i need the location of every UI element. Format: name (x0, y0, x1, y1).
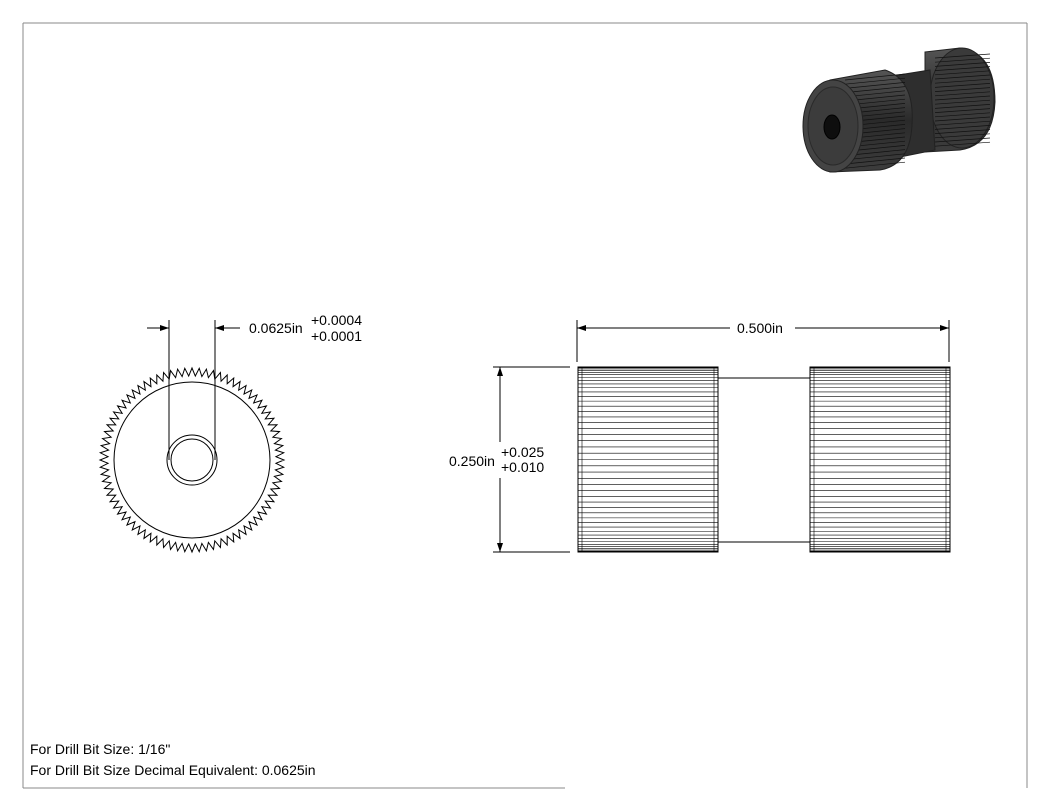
drill-bit-size-note: For Drill Bit Size: 1/16" (30, 741, 171, 757)
diameter-dim-tol-minus: +0.010 (501, 459, 544, 475)
hole-dim-tol-minus: +0.0001 (311, 328, 362, 344)
iso-knurl-line (934, 120, 991, 126)
diameter-dim-arrow-bottom (497, 543, 503, 552)
iso-knurl-line (844, 82, 906, 89)
diameter-dimension (493, 366, 570, 553)
hole-dim-arrow-left (160, 325, 169, 331)
bore-hole-outer (166, 434, 218, 486)
diameter-dim-value: 0.250in (449, 453, 495, 469)
hole-dim-arrow-right (215, 325, 224, 331)
iso-knurl-line (934, 141, 991, 147)
iso-knurl-line (934, 70, 991, 76)
iso-knurl-line (844, 161, 906, 169)
left-knurl-band (577, 366, 719, 553)
iso-knurl-line (844, 157, 906, 165)
iso-knurl-line (934, 57, 991, 63)
inner-circle (113, 381, 271, 539)
iso-knurl-line (844, 73, 906, 81)
knurl-outline (98, 366, 286, 554)
iso-knurl-line (934, 62, 991, 67)
side-view: 0.500in 0.250in +0.025 +0.010 (449, 320, 951, 553)
hole-dim-tol-plus: +0.0004 (311, 312, 362, 328)
length-dimension (576, 320, 950, 362)
iso-knurl-line (934, 112, 991, 118)
iso-knurl-line (934, 116, 991, 122)
length-dim-value: 0.500in (737, 320, 783, 336)
iso-knurl-line (934, 91, 991, 97)
iso-bore-hole (823, 114, 841, 140)
iso-knurl-line (934, 66, 991, 71)
right-knurl-band (809, 366, 951, 553)
diameter-dim-tol-plus: +0.025 (501, 444, 544, 460)
drill-bit-decimal-note: For Drill Bit Size Decimal Equivalent: 0… (30, 762, 316, 778)
iso-knurl-line (934, 78, 991, 84)
iso-knurl-line (934, 108, 991, 113)
length-dim-arrow-left (577, 325, 586, 331)
iso-knurl-line (934, 53, 991, 59)
hole-dimension (147, 320, 240, 460)
iso-knurl-line (934, 137, 991, 143)
iso-knurl-line (844, 86, 906, 93)
hole-dim-value: 0.0625in (249, 320, 303, 336)
diameter-dim-arrow-top (497, 367, 503, 376)
drawing-frame (22, 22, 1028, 789)
bore-hole-inner (170, 438, 214, 482)
length-dim-arrow-right (940, 325, 949, 331)
iso-knurl-line (934, 87, 991, 92)
iso-knurl-line (934, 83, 991, 88)
iso-knurl-line (934, 99, 991, 105)
iso-knurl-line (934, 125, 991, 130)
iso-knurl-line (934, 129, 991, 134)
iso-knurl-line (934, 95, 991, 101)
center-neck (718, 377, 810, 543)
isometric-view (802, 47, 996, 173)
iso-knurl-line (934, 74, 991, 80)
iso-knurl-line (844, 153, 906, 161)
end-view: 0.0625in +0.0004 +0.0001 (98, 312, 362, 554)
iso-knurl-line (934, 133, 991, 139)
iso-knurl-line (934, 104, 991, 109)
iso-knurl-line (844, 77, 906, 85)
